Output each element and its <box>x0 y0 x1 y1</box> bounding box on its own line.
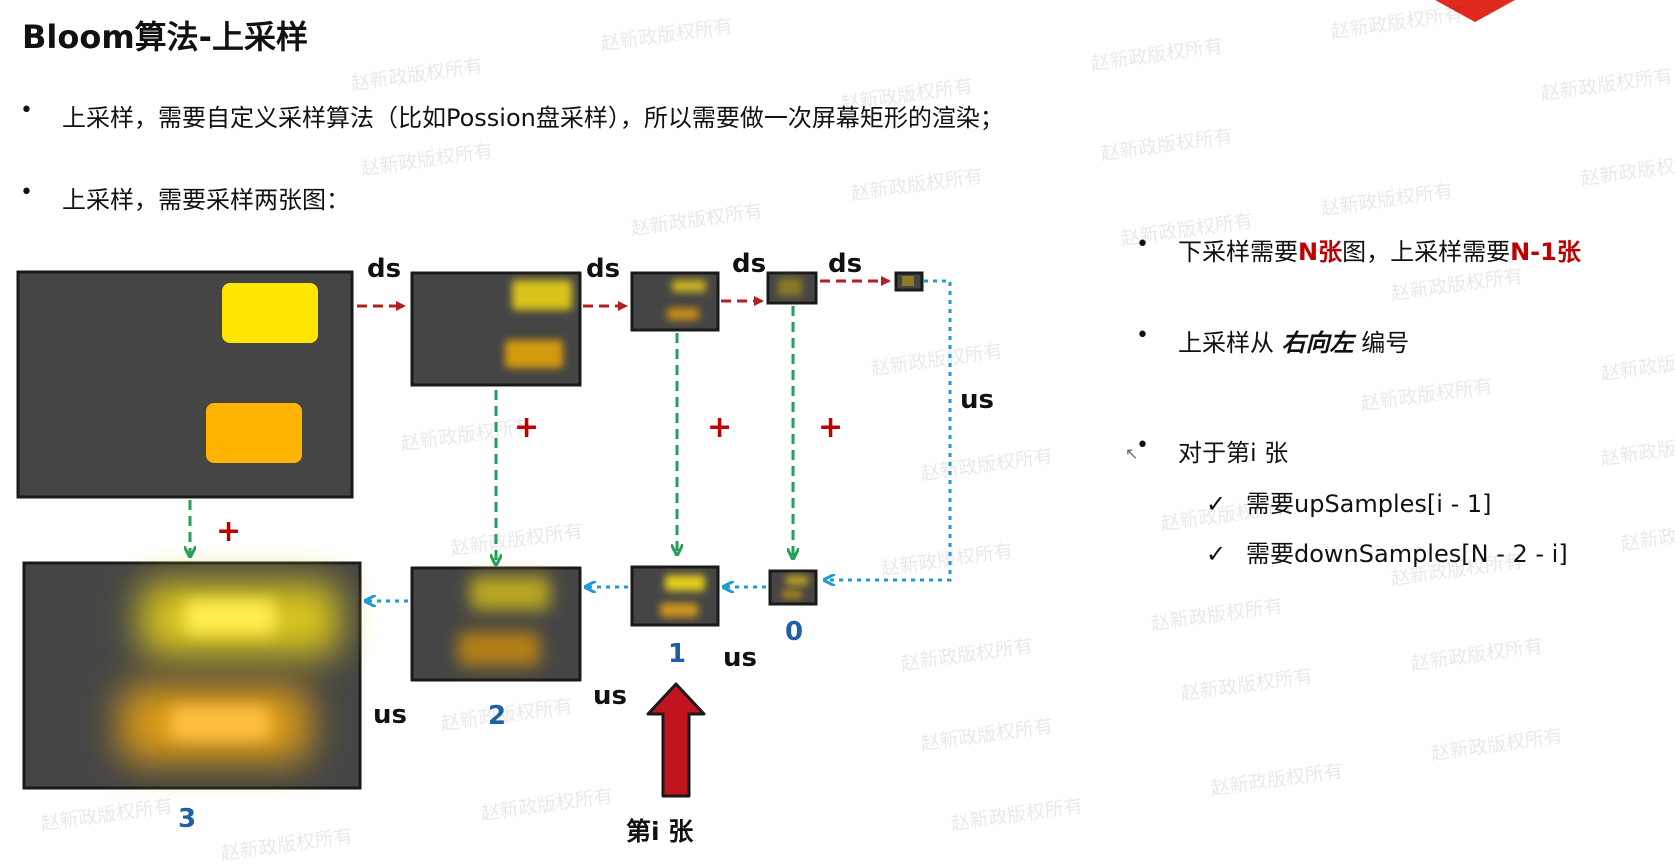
downsample-image-0 <box>16 270 354 499</box>
emphasis-right-to-left: 右向左 <box>1281 329 1354 357</box>
add-arrows <box>190 306 793 564</box>
check-icon: ✓ <box>1206 490 1227 518</box>
bullet-text: 上采样，需要采样两张图： <box>62 186 350 214</box>
bullet-numbering: • 上采样从 右向左 编号 <box>1136 323 1410 358</box>
highlight-n: N张 <box>1298 238 1343 266</box>
text-suffix: 编号 <box>1361 329 1410 357</box>
downsample-image-3 <box>766 271 818 305</box>
upsample-index-1: 1 <box>668 639 686 669</box>
ds-label: ds <box>828 249 862 279</box>
plus-sign: + <box>818 410 843 445</box>
upsample-index-0: 0 <box>785 617 803 647</box>
upsample-image-2 <box>410 566 582 682</box>
bullet-text: 上采样，需要自定义采样算法（比如Possion盘采样），所以需要做一次屏幕矩形的… <box>62 104 1004 132</box>
us-label: us <box>723 643 757 673</box>
bullet-dot: • <box>20 180 33 205</box>
check-text: 需要downSamples[N - 2 - i] <box>1246 540 1568 568</box>
upsample-image-3 <box>22 561 362 790</box>
pointer-caption: 第i 张 <box>626 817 694 846</box>
check-icon: ✓ <box>1206 540 1227 568</box>
upsample-image-1 <box>630 565 720 627</box>
downsample-image-2 <box>630 271 720 332</box>
bullet-sample-count: • 下采样需要N张图，上采样需要N-1张 <box>1136 232 1581 267</box>
us-connector-right <box>825 279 952 580</box>
bullet-dot: • <box>1136 433 1149 458</box>
downsample-image-4 <box>894 271 924 292</box>
bullet-dot: • <box>1136 323 1149 348</box>
ds-label: ds <box>732 249 766 279</box>
text-prefix: 上采样从 <box>1178 329 1274 357</box>
mouse-cursor-icon: ↖ <box>1125 444 1139 463</box>
check-text: 需要upSamples[i - 1] <box>1246 490 1492 518</box>
bullet-dot: • <box>20 98 33 123</box>
ds-label: ds <box>586 254 620 284</box>
plus-sign: + <box>707 410 732 445</box>
us-label: us <box>373 700 407 730</box>
pointer-arrow-icon <box>646 682 706 798</box>
bullet-custom-sampling: • 上采样，需要自定义采样算法（比如Possion盘采样），所以需要做一次屏幕矩… <box>20 98 1004 133</box>
page-title: Bloom算法-上采样 <box>22 18 308 56</box>
upsample-image-0 <box>768 569 818 606</box>
text-prefix: 下采样需要 <box>1178 238 1298 266</box>
upsample-index-3: 3 <box>178 804 196 834</box>
ds-arrows <box>357 276 891 311</box>
bullet-for-ith: • 对于第i 张 <box>1136 433 1289 468</box>
upsample-index-2: 2 <box>488 701 506 731</box>
highlight-n-minus-1: N-1张 <box>1510 238 1581 266</box>
bullet-two-images: • 上采样，需要采样两张图： <box>20 180 350 215</box>
text-mid: 图，上采样需要 <box>1342 238 1511 266</box>
downsample-image-1 <box>410 271 582 387</box>
bullet-dot: • <box>1136 232 1149 257</box>
plus-sign: + <box>216 514 241 549</box>
plus-sign: + <box>514 410 539 445</box>
us-arrows <box>366 587 766 601</box>
us-label: us <box>960 385 994 415</box>
check-item-downsamples: ✓ 需要downSamples[N - 2 - i] <box>1206 534 1568 569</box>
corner-decoration <box>1435 0 1515 22</box>
bullet-text: 对于第i 张 <box>1178 439 1289 467</box>
us-label: us <box>593 681 627 711</box>
check-item-upsamples: ✓ 需要upSamples[i - 1] <box>1206 484 1492 519</box>
ds-label: ds <box>367 254 401 284</box>
